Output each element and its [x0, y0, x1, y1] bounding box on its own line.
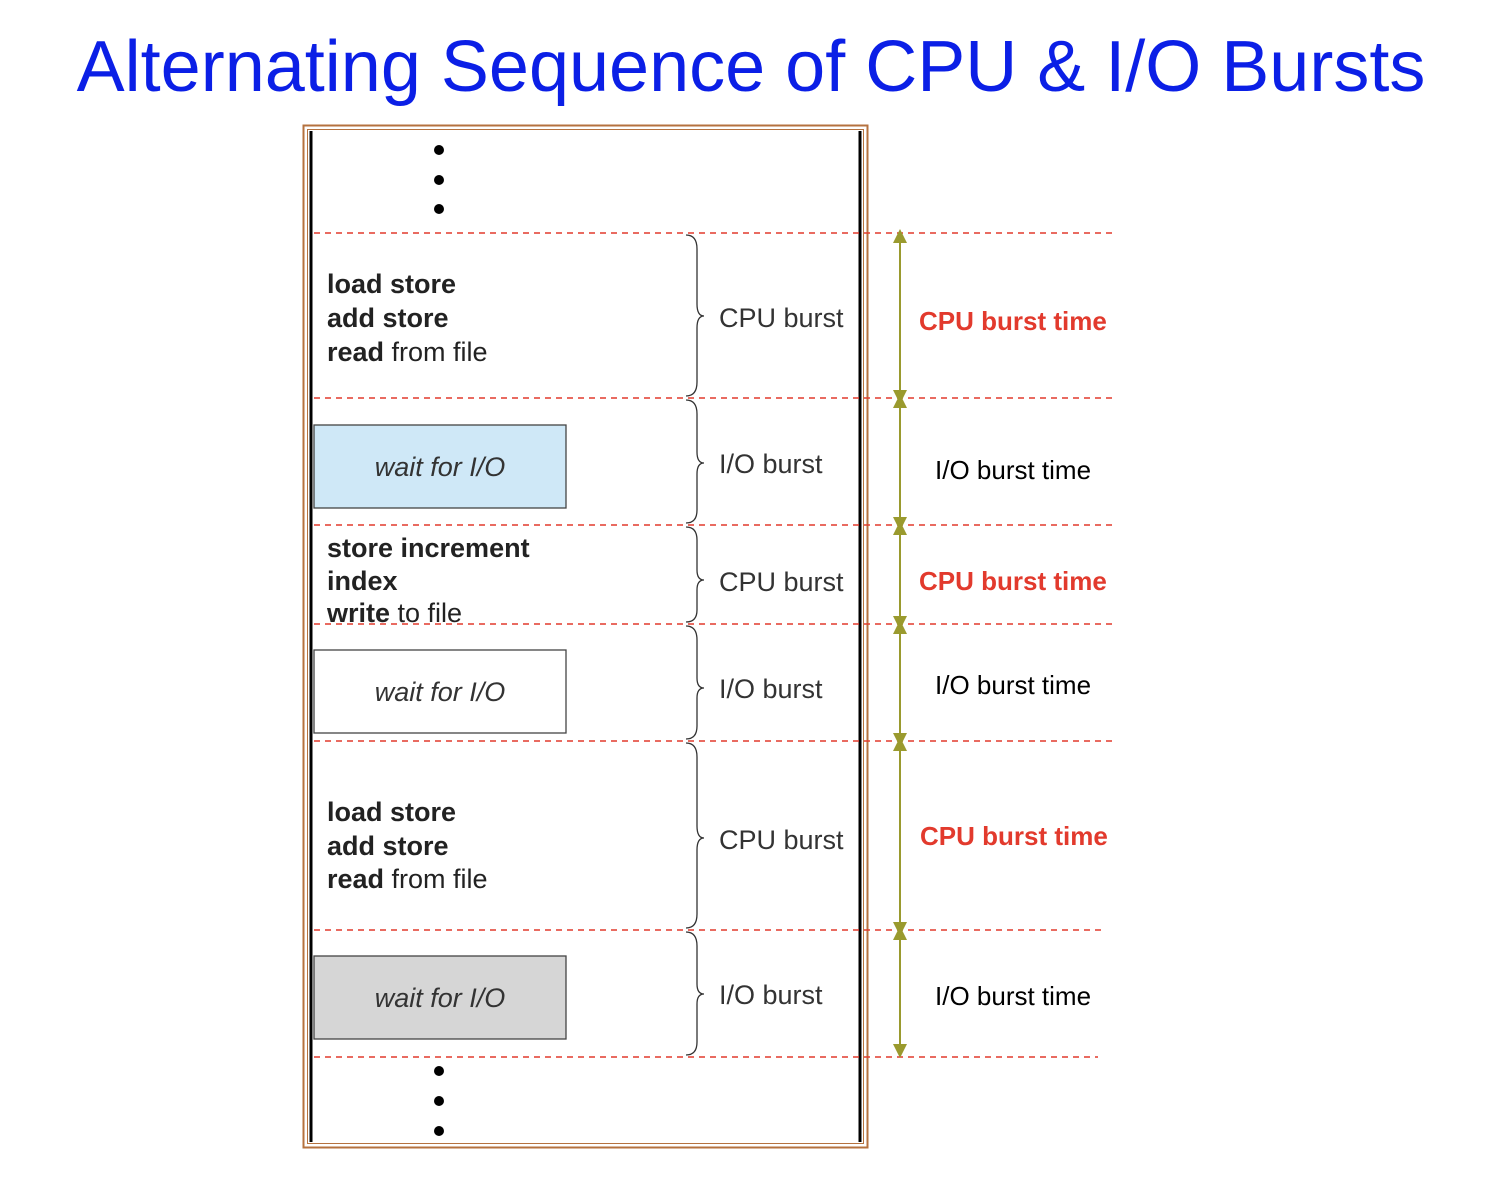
instruction-line: read from file [327, 864, 488, 894]
wait-label: wait for I/O [375, 983, 506, 1013]
instruction-line: read from file [327, 337, 488, 367]
instruction-line: index [327, 566, 398, 596]
cpu-burst-time-label: CPU burst time [919, 566, 1107, 596]
burst-brace [685, 931, 705, 1056]
burst-label: I/O burst [719, 674, 823, 704]
instruction-line: add store [327, 831, 449, 861]
bottom-continuation-dots [434, 1066, 444, 1136]
page-title: Alternating Sequence of CPU & I/O Bursts [76, 27, 1426, 107]
instruction-line: load store [327, 269, 456, 299]
instruction-line: store increment [327, 533, 530, 563]
instruction-line: load store [327, 797, 456, 827]
instruction-line: add store [327, 303, 449, 333]
burst-brace [685, 625, 705, 740]
instruction-line: write to file [326, 598, 462, 628]
segment-cpu-3: load store add store read from file CPU … [327, 737, 1108, 936]
boundary-lines [314, 232, 1116, 1058]
io-burst-time-label: I/O burst time [935, 981, 1091, 1011]
wait-label: wait for I/O [375, 677, 506, 707]
burst-label: CPU burst [719, 825, 844, 855]
burst-brace [685, 399, 705, 524]
frame-inner [307, 129, 864, 1144]
segment-io-1: wait for I/O I/O burst I/O burst time [313, 394, 1091, 531]
wait-label: wait for I/O [375, 452, 506, 482]
burst-label: I/O burst [719, 449, 823, 479]
frame-outer [302, 124, 869, 1149]
burst-label: CPU burst [719, 303, 844, 333]
io-burst-time-label: I/O burst time [935, 670, 1091, 700]
segment-cpu-1: load store add store read from file CPU … [327, 229, 1107, 404]
segment-io-2: wait for I/O I/O burst I/O burst time [313, 620, 1091, 747]
burst-label: I/O burst [719, 980, 823, 1010]
cpu-burst-time-label: CPU burst time [919, 306, 1107, 336]
top-continuation-dots [434, 145, 444, 214]
burst-label: CPU burst [719, 567, 844, 597]
segment-cpu-2: store increment index write to file CPU … [326, 521, 1107, 630]
cpu-burst-time-label: CPU burst time [920, 821, 1108, 851]
wait-box [313, 955, 567, 1040]
burst-brace [685, 742, 705, 929]
io-burst-time-label: I/O burst time [935, 455, 1091, 485]
burst-brace [685, 234, 705, 397]
wait-box [313, 424, 567, 509]
burst-brace [685, 526, 705, 623]
wait-box [313, 649, 567, 734]
segment-io-3: wait for I/O I/O burst I/O burst time [313, 926, 1091, 1058]
